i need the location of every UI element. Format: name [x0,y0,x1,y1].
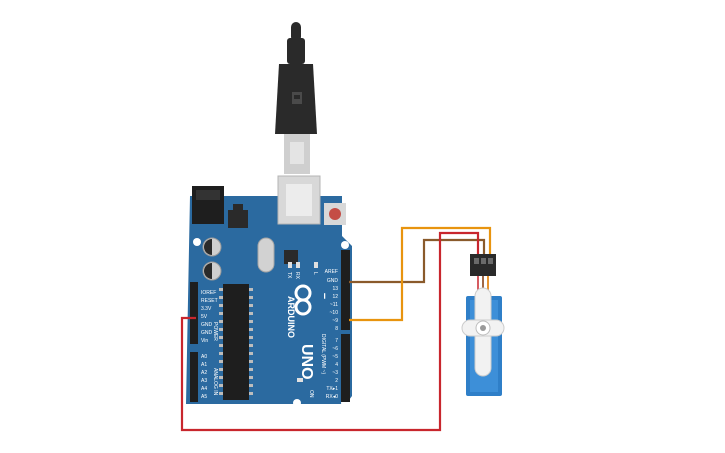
tx-label: TX [286,272,292,279]
pin-label: RX◂0 [326,394,338,400]
reset-button-icon[interactable] [324,203,346,225]
pin-label: ~10 [330,310,339,316]
pin-label: GND [201,322,213,328]
analog-pin-labels: A0 A1 A2 A3 A4 A5 [201,354,207,400]
servo-motor[interactable] [461,254,505,396]
signal-wire[interactable] [349,226,492,322]
pin-label: GND [327,278,339,284]
pin-label: A4 [201,386,207,392]
arduino-logo-icon: − [294,284,330,316]
pin-label: ~6 [332,346,338,352]
pin-label: Vin [201,338,208,344]
pin-label: 7 [335,338,338,344]
pin-label: ~5 [332,354,338,360]
pin-label: 12 [332,294,338,300]
brand-label: ARDUINO [286,296,296,338]
pin-label: ~9 [332,318,338,324]
digital-top-pin-labels: AREF GND 13 12 ~11 ~10 ~9 8 [325,269,339,332]
analog-title: ANALOG IN [212,368,218,396]
arduino-board[interactable]: − ARDUINO UNO ON TX RX L POWER ANALOG IN… [186,175,352,407]
pin-label: AREF [325,269,338,275]
pin-label: A0 [201,354,207,360]
pin-label: ~3 [332,370,338,376]
power-title: POWER [212,322,218,341]
pin-label: 4 [335,362,338,368]
digital-bottom-pin-labels: 7 ~6 ~5 4 ~3 2 TX▸1 RX◂0 [326,338,338,400]
usb-plug-icon[interactable] [275,22,317,174]
power-pin-labels: IOREF RESET 3.3V 5V GND GND Vin [201,290,218,344]
pin-label: A3 [201,378,207,384]
pin-label: RESET [201,298,218,304]
model-label: UNO [298,344,315,380]
pin-label: 3.3V [201,306,212,312]
pin-label: A5 [201,394,207,400]
pin-label: IOREF [201,290,216,296]
digital-title: DIGITAL (PWM ~) [320,334,326,374]
servo-horn-icon[interactable] [461,287,505,377]
pin-label: GND [201,330,213,336]
pin-label: ~11 [330,302,338,308]
pin-label: A2 [201,370,207,376]
pin-label: A1 [201,362,207,368]
pin-label: 8 [335,326,338,332]
l-label: L [312,272,318,275]
pin-label: 13 [332,286,338,292]
pin-label: 2 [335,378,338,384]
on-label: ON [308,390,314,398]
svg-text:−: − [318,293,330,299]
ground-wire[interactable] [349,238,486,284]
pin-label: 5V [201,314,208,320]
power-wire[interactable] [180,231,480,432]
pin-label: TX▸1 [326,386,338,392]
rx-label: RX [294,272,300,280]
